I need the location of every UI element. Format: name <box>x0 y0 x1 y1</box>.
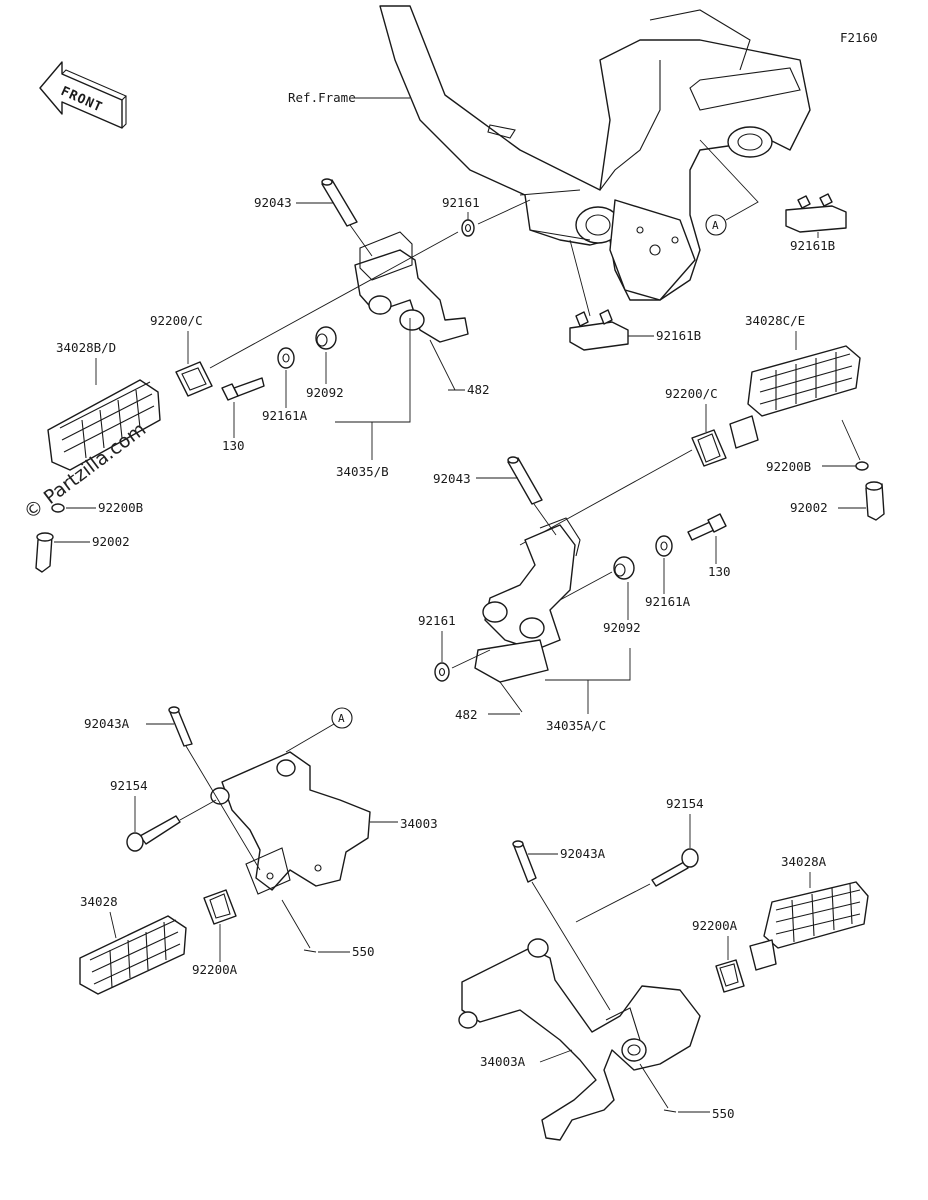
bolt-130-right <box>687 513 727 541</box>
label-92043a-right: 92043A <box>560 846 606 861</box>
pin-92043-mid <box>507 456 543 505</box>
label-92200a-right: 92200A <box>692 918 738 933</box>
cotter-550-left <box>303 949 317 953</box>
bracket-34003a <box>458 938 701 1141</box>
damper-92200c-right <box>691 429 727 467</box>
label-34035b: 34035/B <box>336 464 389 479</box>
bolt-92154-right <box>651 848 699 887</box>
pin-92002-right <box>865 481 885 521</box>
washer-92161a-left <box>277 347 295 369</box>
pin-92043a-left <box>168 706 193 747</box>
label-92200b-right: 92200B <box>766 459 811 474</box>
label-34003: 34003 <box>400 816 438 831</box>
washer-92161-top <box>461 219 475 237</box>
ref-marker-a-top: A <box>699 139 759 236</box>
label-92043-mid: 92043 <box>433 471 471 486</box>
label-92200b-left: 92200B <box>98 500 143 515</box>
label-92092-left: 92092 <box>306 385 344 400</box>
footpeg-34028bd <box>47 379 161 471</box>
footpeg-34028 <box>79 915 187 995</box>
rubber-pad-right <box>785 193 847 233</box>
frame-reference <box>379 5 811 301</box>
bracket-34035ac <box>474 517 581 683</box>
diagram-code: F2160 <box>840 30 878 45</box>
label-482-left: 482 <box>467 382 490 397</box>
label-92002-left: 92002 <box>92 534 130 549</box>
washer-92200b-left <box>51 503 65 513</box>
front-arrow-icon: FRONT <box>39 61 127 129</box>
label-92161b-mid: 92161B <box>656 328 701 343</box>
rubber-pad-mid <box>569 309 629 351</box>
label-92043-top: 92043 <box>254 195 292 210</box>
label-92200a-left: 92200A <box>192 962 238 977</box>
ref-marker-a-bottom: A <box>285 707 353 753</box>
label-92092-right: 92092 <box>603 620 641 635</box>
label-482-mid: 482 <box>455 707 478 722</box>
bolt-130-left <box>221 377 265 401</box>
label-92002-right: 92002 <box>790 500 828 515</box>
label-92161-mid: 92161 <box>418 613 456 628</box>
label-34035ac: 34035A/C <box>546 718 606 733</box>
label-550-right: 550 <box>712 1106 735 1121</box>
bushing-92092-left <box>315 326 337 350</box>
bolt-92154-left <box>126 815 181 852</box>
pin-92043-top <box>321 178 358 227</box>
label-92161a-right: 92161A <box>645 594 691 609</box>
pin-92043a-right <box>512 840 537 883</box>
label-130-left: 130 <box>222 438 245 453</box>
damper-92200a-right <box>715 959 745 993</box>
label-92161-top: 92161 <box>442 195 480 210</box>
label-34028a: 34028A <box>781 854 827 869</box>
washer-92161a-right <box>655 535 673 557</box>
label-92043a-left: 92043A <box>84 716 130 731</box>
bracket-34035b <box>354 231 469 343</box>
label-130-right: 130 <box>708 564 731 579</box>
label-92161b-right: 92161B <box>790 238 835 253</box>
pin-92002-left <box>35 532 54 573</box>
label-92200c-left: 92200/C <box>150 313 203 328</box>
label-34003a: 34003A <box>480 1054 526 1069</box>
label-34028: 34028 <box>80 894 118 909</box>
label-92154-left: 92154 <box>110 778 148 793</box>
label-92200c-right: 92200/C <box>665 386 718 401</box>
label-92154-right: 92154 <box>666 796 704 811</box>
cotter-550-right <box>663 1109 677 1113</box>
damper-92200a-left <box>203 889 237 925</box>
label-92161a-left: 92161A <box>262 408 308 423</box>
ref-frame-label: Ref.Frame <box>288 90 356 105</box>
damper-92200c-left <box>175 361 213 397</box>
washer-92161-mid <box>434 662 450 682</box>
bushing-92092-right <box>613 556 635 580</box>
label-34028bd: 34028B/D <box>56 340 116 355</box>
label-34028ce: 34028C/E <box>745 313 805 328</box>
footpeg-34028ce <box>729 345 861 449</box>
svg-text:A: A <box>712 219 719 232</box>
bracket-34003 <box>210 751 371 895</box>
label-550-left: 550 <box>352 944 375 959</box>
footpeg-34028a <box>749 881 869 971</box>
washer-92200b-right <box>855 461 869 471</box>
svg-text:A: A <box>338 712 345 725</box>
